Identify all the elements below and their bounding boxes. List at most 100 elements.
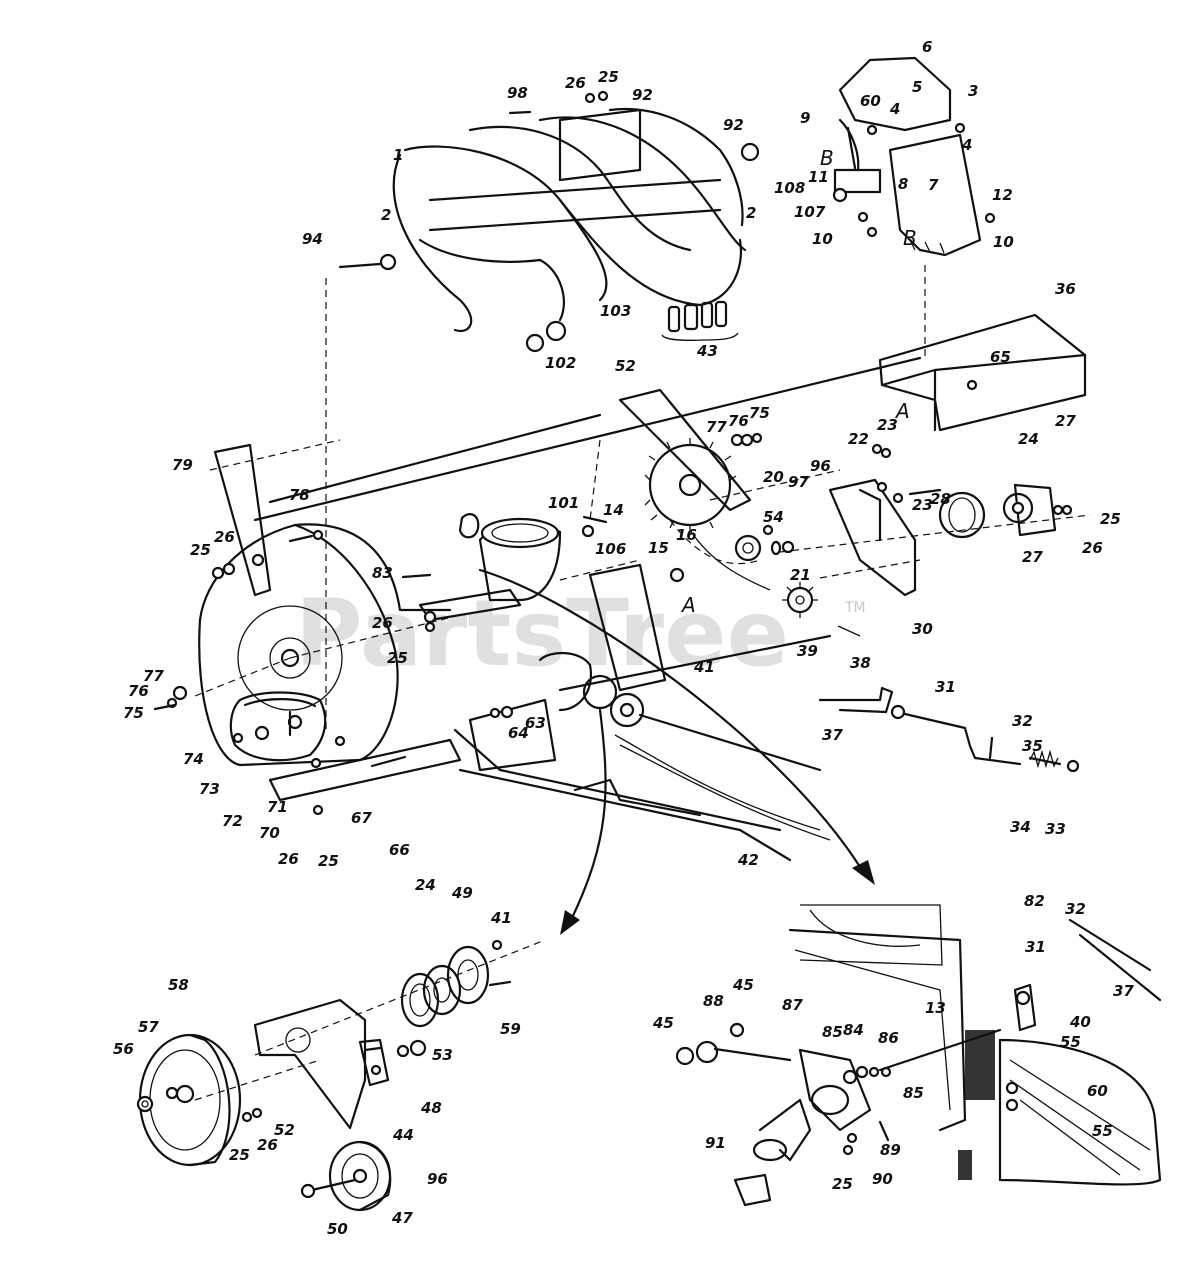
detail-arrows [478, 568, 875, 935]
part-label: 56 [113, 1040, 134, 1058]
part-label: 64 [508, 724, 529, 742]
part-label: 70 [259, 824, 280, 842]
part-label: 21 [790, 566, 811, 584]
part-label: 98 [507, 84, 528, 102]
discharge-chute [832, 56, 996, 257]
part-label: 106 [595, 540, 626, 558]
part-label: 87 [782, 996, 803, 1014]
part-label: 83 [372, 564, 393, 582]
watermark-trademark: TM [844, 600, 866, 616]
part-label: 74 [183, 750, 204, 768]
part-label: 89 [880, 1141, 901, 1159]
part-label: 27 [1055, 412, 1076, 430]
part-label: 14 [603, 501, 624, 519]
part-label: 24 [415, 876, 436, 894]
part-label: 32 [1012, 712, 1033, 730]
part-label: 77 [143, 667, 164, 685]
part-label: 26 [372, 614, 393, 632]
part-label: 16 [676, 526, 697, 544]
part-label: 10 [993, 233, 1014, 251]
part-label: 25 [318, 852, 339, 870]
part-label: 13 [925, 999, 946, 1017]
part-label: 33 [1045, 820, 1066, 838]
part-label: 49 [451, 884, 473, 902]
part-label: 25 [387, 649, 408, 667]
shift-rod-assembly [818, 686, 1080, 773]
part-label: 37 [1113, 982, 1134, 1000]
part-label: 20 [763, 468, 784, 486]
chain-link-kit [661, 300, 739, 341]
part-label: 85 [822, 1023, 843, 1041]
part-label: 31 [935, 678, 956, 696]
part-label: 23 [912, 496, 933, 514]
part-label: 26 [257, 1136, 278, 1154]
part-label: 24 [1018, 430, 1039, 448]
part-label: 31 [1025, 938, 1046, 956]
frame-bracket [878, 313, 1087, 432]
part-label: 96 [427, 1170, 448, 1188]
part-label: 48 [420, 1099, 442, 1117]
part-label: 41 [693, 658, 715, 676]
part-label: 22 [848, 430, 869, 448]
part-label: 79 [172, 456, 193, 474]
part-label: 55 [1060, 1033, 1081, 1051]
auger-housing [198, 356, 922, 802]
part-label: 96 [810, 457, 831, 475]
part-label: 75 [749, 404, 770, 422]
part-label: 86 [878, 1029, 899, 1047]
part-label: 26 [1082, 539, 1103, 557]
part-label: 82 [1024, 892, 1045, 910]
part-label: 7 [928, 176, 939, 194]
part-label: 1 [393, 146, 403, 164]
part-label: 91 [705, 1134, 726, 1152]
part-label: 6 [922, 38, 932, 56]
part-label: 92 [723, 116, 744, 134]
part-label: 8 [898, 175, 908, 193]
part-label: 28 [930, 490, 951, 508]
shift-linkage-detail [675, 904, 1162, 1207]
part-label: 4 [961, 136, 972, 154]
auger-assembly [338, 90, 760, 353]
part-label: 30 [912, 620, 933, 638]
part-label: 84 [843, 1021, 864, 1039]
part-label: 75 [123, 704, 144, 722]
ref-letter-a-center: A [680, 593, 696, 617]
part-label: 103 [600, 302, 631, 320]
bearing-bracket [770, 443, 1073, 597]
part-label: 25 [832, 1175, 853, 1193]
part-label: 101 [548, 494, 579, 512]
part-label: 27 [1022, 548, 1043, 566]
part-label: 88 [703, 992, 724, 1010]
part-label: 63 [525, 714, 546, 732]
watermark: PartsTree [295, 580, 789, 687]
part-label: 107 [794, 203, 826, 221]
ref-letter-b-left: B [820, 146, 834, 170]
part-label: 2 [381, 206, 391, 224]
part-label: 76 [728, 412, 749, 430]
part-label: 76 [128, 682, 149, 700]
part-label: 10 [812, 230, 833, 248]
pulley-detail [136, 939, 546, 1212]
part-label: 55 [1092, 1122, 1113, 1140]
part-label: 26 [565, 74, 586, 92]
part-label: 37 [822, 726, 843, 744]
ref-letter-b-right: B [903, 226, 917, 250]
part-label: 78 [289, 486, 310, 504]
part-label: 9 [800, 109, 810, 127]
part-label: 40 [1069, 1013, 1091, 1031]
part-label: 15 [648, 539, 669, 557]
part-label: 35 [1022, 737, 1043, 755]
part-label: 57 [138, 1018, 159, 1036]
part-label: 108 [774, 179, 805, 197]
part-label: 25 [190, 541, 211, 559]
part-label: 26 [214, 528, 235, 546]
part-label: 65 [990, 348, 1011, 366]
part-label: 4 [889, 100, 900, 118]
part-label: 92 [632, 86, 653, 104]
part-label: 25 [229, 1146, 250, 1164]
assembly-leader-lines [194, 265, 1091, 730]
part-label: 25 [1100, 510, 1121, 528]
part-label: 53 [432, 1046, 453, 1064]
part-label: 54 [763, 508, 784, 526]
part-label: 90 [872, 1170, 893, 1188]
